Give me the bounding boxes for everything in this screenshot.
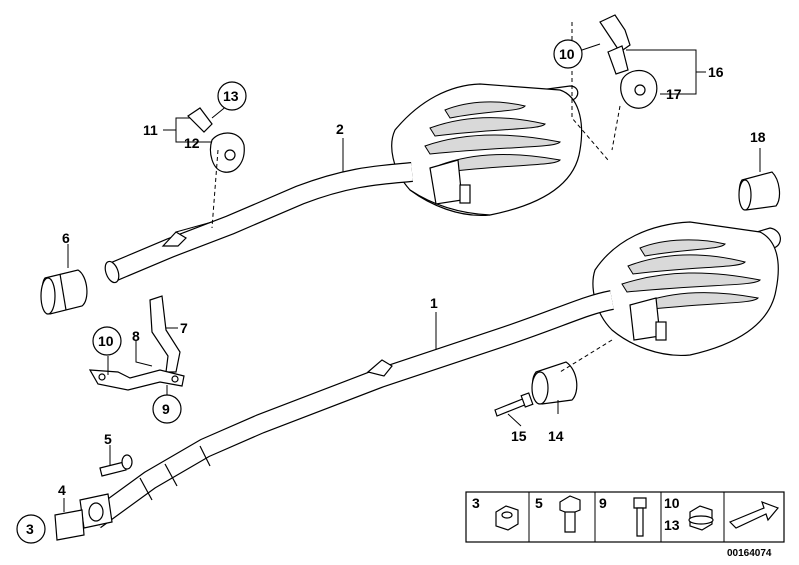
- callout-11: 11: [143, 122, 158, 138]
- legend-num-13: 13: [664, 517, 680, 533]
- callout-12: 12: [184, 135, 200, 151]
- document-number: 00164074: [727, 548, 772, 559]
- callout-9-circle: [152, 394, 182, 424]
- legend-num-9: 9: [599, 495, 607, 511]
- rubber-mount-14[interactable]: [531, 361, 578, 405]
- screw-15[interactable]: [494, 392, 534, 417]
- callout-16: 16: [708, 64, 724, 80]
- screw-icon: [633, 497, 647, 509]
- hanger-11-12[interactable]: [187, 107, 245, 173]
- callout-13-circle: [217, 81, 247, 111]
- callout-15: 15: [511, 428, 527, 444]
- callout-4: 4: [58, 482, 66, 498]
- hanger-16-17[interactable]: [599, 14, 658, 109]
- callout-10-circle-left: [92, 326, 122, 356]
- rear-silencer-lower[interactable]: [592, 221, 781, 357]
- callout-2: 2: [336, 121, 344, 137]
- callout-10-circle-right: [553, 39, 583, 69]
- sleeve-18[interactable]: [738, 171, 781, 211]
- callout-6: 6: [62, 230, 70, 246]
- callout-3-circle: [16, 514, 46, 544]
- callout-9: 9: [162, 401, 170, 417]
- callout-13: 13: [223, 88, 239, 104]
- callouts: 1 2 4 5 6 7 8 11 12 14 15 16 17 18 3 9 1…: [16, 39, 766, 544]
- callout-10-right: 10: [559, 46, 575, 62]
- callout-17: 17: [666, 86, 682, 102]
- callout-1: 1: [430, 295, 438, 311]
- hardware-legend: 3 5 9 10 13: [465, 491, 785, 543]
- callout-5: 5: [104, 431, 112, 447]
- direction-arrow-icon: [728, 500, 780, 529]
- callout-7: 7: [180, 320, 188, 336]
- callout-14: 14: [548, 428, 564, 444]
- intermediate-pipe-upper[interactable]: [103, 162, 413, 284]
- rear-silencer-upper[interactable]: [391, 83, 583, 217]
- callout-3: 3: [26, 521, 34, 537]
- intermediate-pipe-lower[interactable]: [89, 290, 615, 529]
- gasket-4[interactable]: [54, 493, 113, 541]
- bolt-5[interactable]: [99, 454, 133, 477]
- legend-num-3: 3: [472, 495, 480, 511]
- hex-bolt-icon: [559, 495, 581, 515]
- callout-8: 8: [132, 328, 140, 344]
- callout-10-left: 10: [98, 333, 114, 349]
- callout-18: 18: [750, 129, 766, 145]
- pipe-clamp-6[interactable]: [40, 269, 88, 315]
- legend-num-10: 10: [664, 495, 680, 511]
- legend-num-5: 5: [535, 495, 543, 511]
- bracket-7-8[interactable]: [88, 295, 185, 391]
